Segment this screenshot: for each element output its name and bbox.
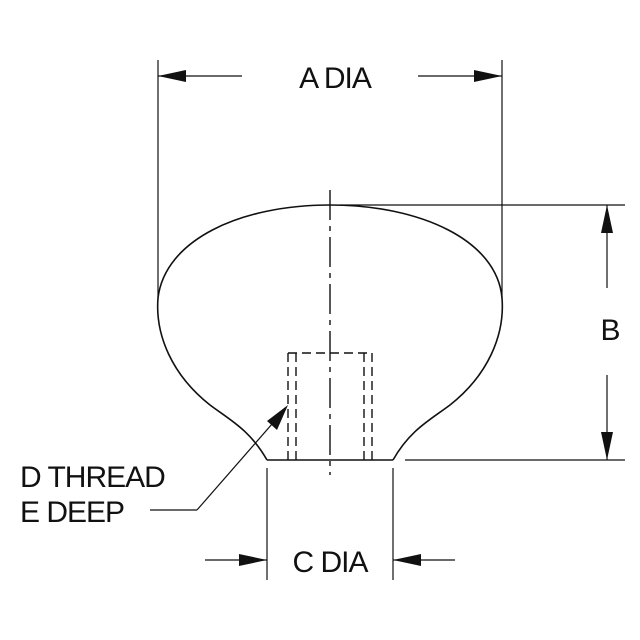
threaded-hole-hidden-lines <box>287 352 373 460</box>
arrowhead-b-bottom <box>601 432 613 460</box>
dimension-b: B <box>340 204 625 461</box>
dimension-c: C DIA <box>205 468 455 580</box>
label-e-deep: E DEEP <box>20 496 124 529</box>
arrowhead-c-left <box>239 554 267 566</box>
arrowhead-a-left <box>158 70 186 82</box>
thread-callout: D THREAD E DEEP <box>20 405 288 529</box>
arrowhead-thread-leader <box>267 405 288 430</box>
label-d-thread: D THREAD <box>20 461 165 494</box>
arrowhead-a-right <box>474 70 502 82</box>
dimension-a: A DIA <box>157 60 503 298</box>
arrowhead-c-right <box>393 554 421 566</box>
label-c-dia: C DIA <box>292 546 368 579</box>
label-b: B <box>600 314 619 347</box>
label-a-dia: A DIA <box>299 62 372 95</box>
arrowhead-b-top <box>601 205 613 233</box>
